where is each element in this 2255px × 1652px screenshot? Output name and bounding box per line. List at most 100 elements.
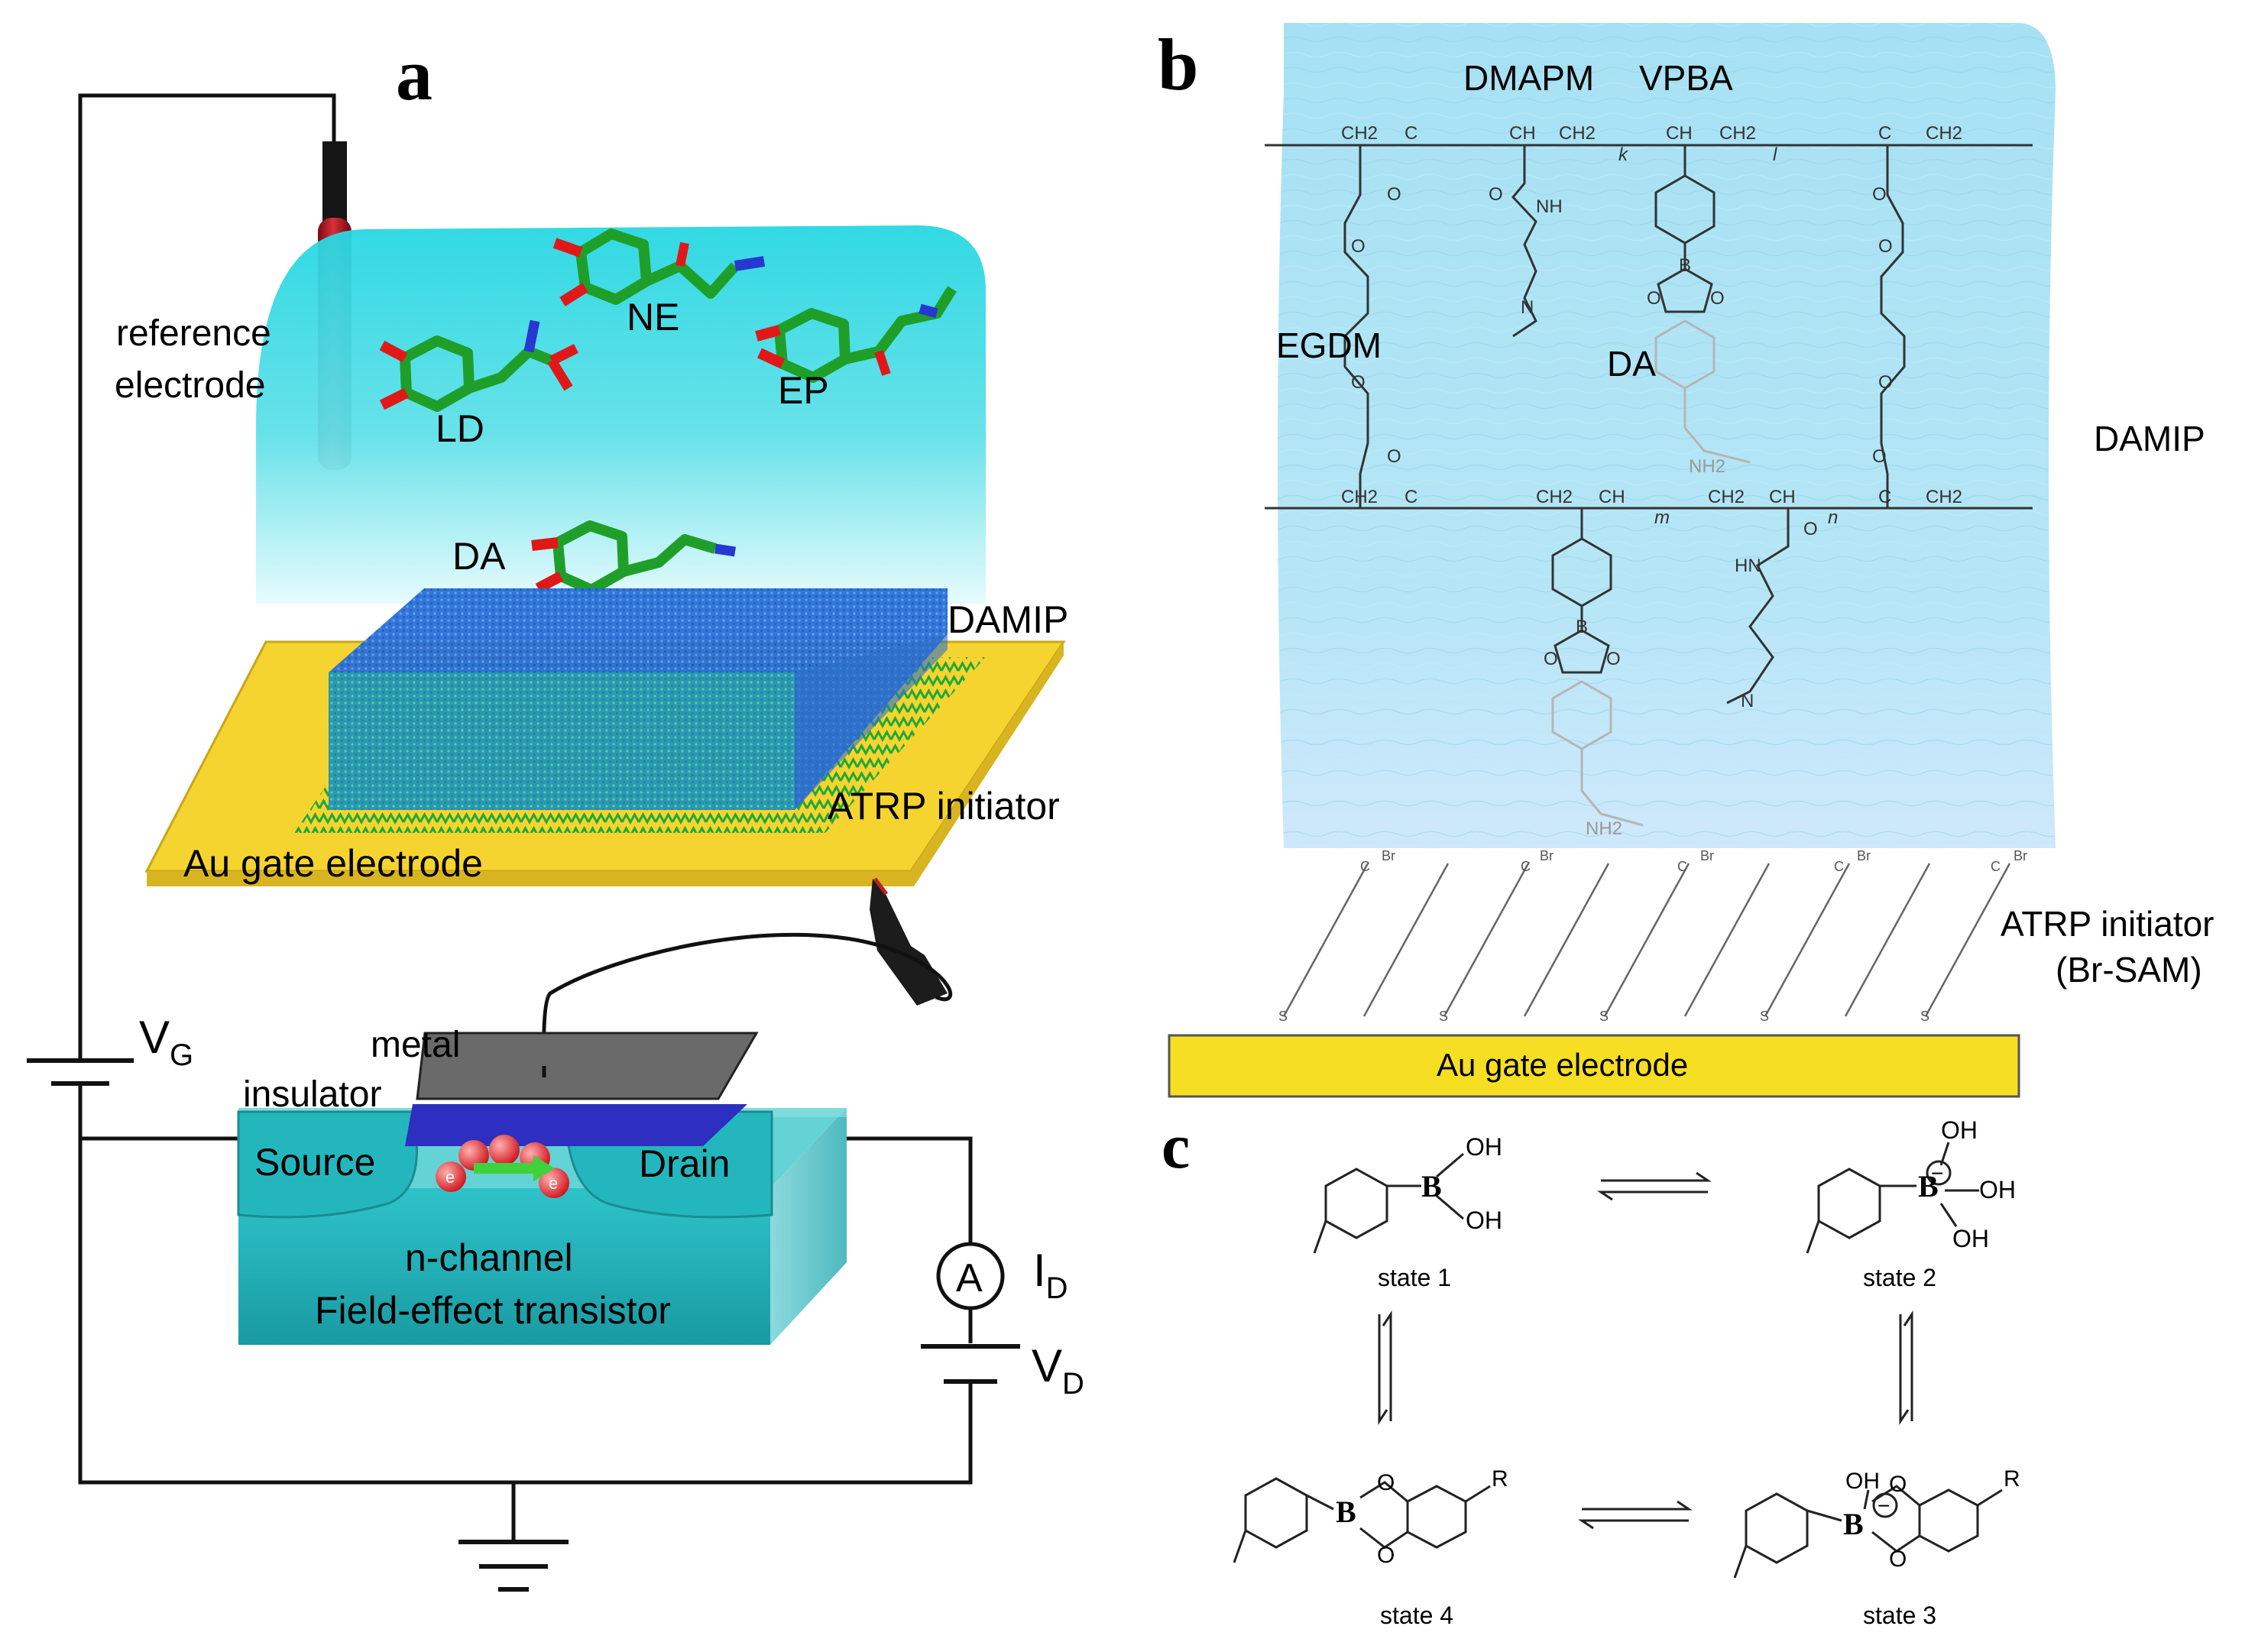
electrons: e e: [436, 1135, 569, 1198]
b-atom: B: [1679, 255, 1691, 276]
nh2-label: NH2: [1586, 818, 1622, 839]
sub-n: n: [1828, 507, 1838, 528]
ch2-label: CH2: [1341, 123, 1378, 144]
vd-label: VD: [1032, 1340, 1084, 1401]
b-atom: B: [1576, 617, 1588, 637]
o-atom: O: [1803, 519, 1818, 539]
panel-c: c B OH OH state 1 B − OH: [1162, 1111, 2020, 1629]
c-label: C: [1405, 487, 1417, 507]
o-atom: O: [1878, 236, 1893, 257]
o-atom: O: [1872, 184, 1887, 205]
source-label: Source: [254, 1141, 375, 1184]
ammeter-label: A: [956, 1256, 983, 1301]
state-3-structure: [1733, 1485, 2003, 1579]
molecule-ld-label: LD: [436, 407, 484, 450]
molecule-ne-label: NE: [627, 296, 679, 338]
c-label: C: [1878, 487, 1891, 507]
s-atom: S: [1278, 1009, 1288, 1024]
state4-r: R: [1492, 1466, 1508, 1492]
state1-label: state 1: [1378, 1264, 1451, 1291]
state2-oh: OH: [1941, 1116, 1978, 1144]
atrp-initiator-label: ATRP initiator: [828, 785, 1060, 828]
au-gate-electrode-label: Au gate electrode: [183, 842, 483, 885]
panel-b-letter: b: [1158, 24, 1198, 105]
o-atom: O: [1387, 446, 1401, 467]
molecule-ld: [379, 319, 578, 412]
molecule-da: [531, 520, 736, 595]
o-atom: O: [1544, 649, 1558, 669]
gate-insulator: [405, 1104, 747, 1146]
dmapm-label: DMAPM: [1463, 58, 1594, 98]
state2-oh: OH: [1952, 1225, 1989, 1252]
molecule-ep-label: EP: [778, 369, 829, 412]
state2-b: B: [1918, 1169, 1939, 1203]
gel-texture: [1278, 23, 2056, 848]
ch-label: CH: [1769, 487, 1796, 507]
o-atom: O: [1387, 184, 1401, 205]
br-atom: Br: [1540, 848, 1554, 863]
molecule-da-label: DA: [452, 535, 506, 578]
atom-labels: CH2 C CH CH2 CH CH2 C CH2 CH2 C CH2 CH C…: [1341, 123, 1962, 711]
nh-atom: NH: [1536, 196, 1563, 217]
sub-k: k: [1618, 144, 1629, 165]
panel-a: a reference electrode NE: [27, 34, 1084, 1592]
equilibrium-arrow-1-4: [1378, 1310, 1392, 1425]
ch2-label: CH2: [1926, 123, 1962, 144]
ch2-label: CH2: [1536, 487, 1573, 507]
state-1-structure: [1313, 1152, 1464, 1254]
reference-electrode-label-line2: electrode: [115, 365, 265, 406]
br-atom: Br: [1382, 848, 1395, 863]
c-atom: C: [1677, 859, 1687, 874]
molecule-ep: [755, 286, 957, 383]
equilibrium-arrow-2-3: [1899, 1310, 1913, 1425]
vpba-label: VPBA: [1639, 58, 1733, 98]
au-gate-bar-label: Au gate electrode: [1437, 1047, 1688, 1083]
state3-oh: OH: [1845, 1469, 1880, 1494]
state3-o: O: [1889, 1547, 1907, 1572]
state3-r: R: [2004, 1466, 2020, 1492]
circuit-wires: [78, 93, 973, 1540]
c-atom: C: [1834, 859, 1844, 874]
state3-b: B: [1843, 1507, 1864, 1541]
o-atom: O: [1710, 288, 1725, 309]
metal-label: metal: [371, 1025, 460, 1065]
br-sam-atoms: Br Br Br Br Br C C C C C S S S S S: [1278, 848, 2027, 1024]
o-atom: O: [1489, 184, 1503, 205]
sub-l: l: [1773, 144, 1777, 165]
damip-label: DAMIP: [948, 598, 1068, 641]
c-label: C: [1878, 123, 1891, 144]
sub-m: m: [1654, 507, 1670, 528]
br-sam-layer: [1282, 863, 2011, 1017]
state-2-structure: [1806, 1142, 1979, 1254]
nh2-label: NH2: [1689, 456, 1725, 477]
state4-o: O: [1377, 1543, 1395, 1568]
c-label: C: [1405, 123, 1417, 144]
vg-label: VG: [139, 1012, 193, 1072]
o-atom: O: [1351, 372, 1366, 393]
vg-battery: [27, 1022, 134, 1096]
equilibrium-arrow-4-3: [1578, 1500, 1693, 1530]
fet-side-face: [770, 1108, 847, 1345]
s-atom: S: [1760, 1009, 1769, 1024]
state-4-structure: [1233, 1477, 1491, 1563]
o-atom: O: [1351, 236, 1366, 257]
equilibrium-arrow-1-2: [1597, 1171, 1712, 1201]
n-atom: N: [1741, 691, 1754, 711]
n-atom: N: [1521, 297, 1534, 318]
ch2-label: CH2: [1341, 487, 1378, 507]
ch2-label: CH2: [1559, 123, 1596, 144]
state2-minus: −: [1931, 1161, 1943, 1185]
electron-label: e: [549, 1174, 558, 1193]
panel-a-letter: a: [396, 34, 433, 115]
electron-label: e: [445, 1168, 455, 1187]
o-atom: O: [1606, 649, 1621, 669]
state4-label: state 4: [1380, 1602, 1453, 1629]
panel-c-letter: c: [1162, 1111, 1190, 1182]
br-atom: Br: [1857, 848, 1871, 863]
s-atom: S: [1439, 1009, 1448, 1024]
damip-layer-side: [795, 588, 948, 810]
atrp-b-label-line2: (Br-SAM): [2056, 950, 2202, 990]
damip-layer-front: [329, 672, 795, 810]
atrp-b-label-line1: ATRP initiator: [2001, 904, 2215, 944]
